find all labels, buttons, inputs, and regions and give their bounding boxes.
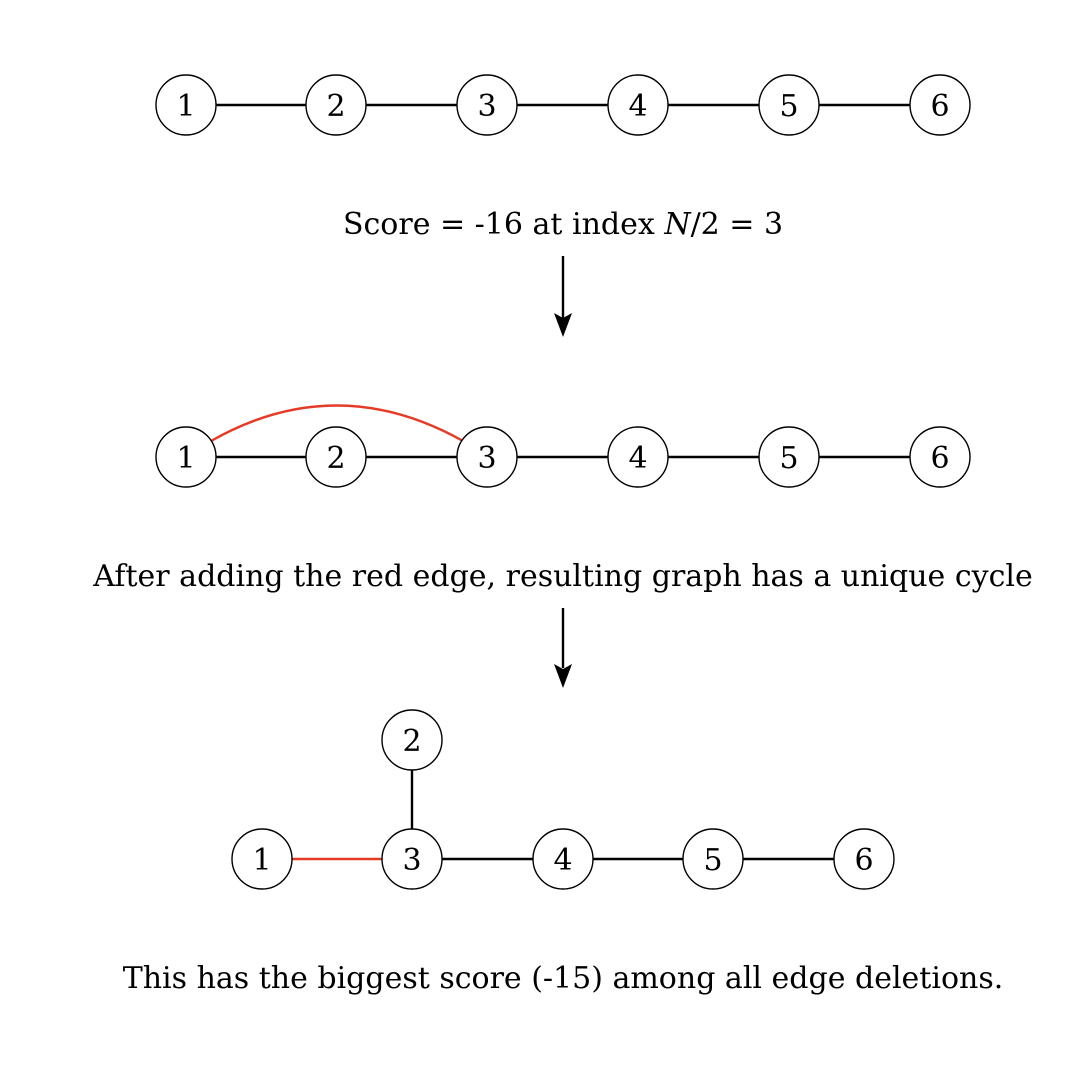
svg-text:3: 3 xyxy=(477,441,496,476)
node-6: 6 xyxy=(909,426,971,488)
red-edge-1-3 xyxy=(210,404,464,443)
panel-path: 1 2 3 4 5 6 xyxy=(155,74,971,136)
node-4: 4 xyxy=(532,828,594,890)
node-3: 3 xyxy=(456,74,518,136)
node-6: 6 xyxy=(833,828,895,890)
svg-text:2: 2 xyxy=(326,441,345,476)
node-3: 3 xyxy=(381,828,443,890)
svg-text:3: 3 xyxy=(477,89,496,124)
svg-text:5: 5 xyxy=(779,441,798,476)
svg-text:4: 4 xyxy=(553,843,572,878)
node-5: 5 xyxy=(682,828,744,890)
svg-text:2: 2 xyxy=(402,724,421,759)
svg-text:6: 6 xyxy=(854,843,873,878)
node-2: 2 xyxy=(305,74,367,136)
panel-after-deletion: 1 2 3 4 5 6 xyxy=(231,709,895,890)
svg-text:3: 3 xyxy=(402,843,421,878)
node-5: 5 xyxy=(758,74,820,136)
svg-text:4: 4 xyxy=(628,89,647,124)
svg-text:5: 5 xyxy=(779,89,798,124)
down-arrow-2 xyxy=(554,608,572,688)
panel-path-plus-edge: 1 2 3 4 5 6 xyxy=(155,404,971,488)
svg-text:6: 6 xyxy=(930,89,949,124)
svg-text:1: 1 xyxy=(176,441,195,476)
score-caption: Score = -16 at index N/2 = 3 xyxy=(343,207,783,242)
svg-text:1: 1 xyxy=(252,843,271,878)
node-2: 2 xyxy=(381,709,443,771)
node-5: 5 xyxy=(758,426,820,488)
best-score-caption: This has the biggest score (-15) among a… xyxy=(123,961,1004,996)
svg-text:1: 1 xyxy=(176,89,195,124)
node-3: 3 xyxy=(456,426,518,488)
node-4: 4 xyxy=(607,426,669,488)
node-1: 1 xyxy=(231,828,293,890)
down-arrow-1 xyxy=(554,256,572,337)
node-2: 2 xyxy=(305,426,367,488)
node-1: 1 xyxy=(155,74,217,136)
cycle-caption: After adding the red edge, resulting gra… xyxy=(92,559,1033,594)
svg-text:2: 2 xyxy=(326,89,345,124)
node-6: 6 xyxy=(909,74,971,136)
svg-text:6: 6 xyxy=(930,441,949,476)
svg-text:4: 4 xyxy=(628,441,647,476)
node-4: 4 xyxy=(607,74,669,136)
node-1: 1 xyxy=(155,426,217,488)
svg-text:5: 5 xyxy=(703,843,722,878)
